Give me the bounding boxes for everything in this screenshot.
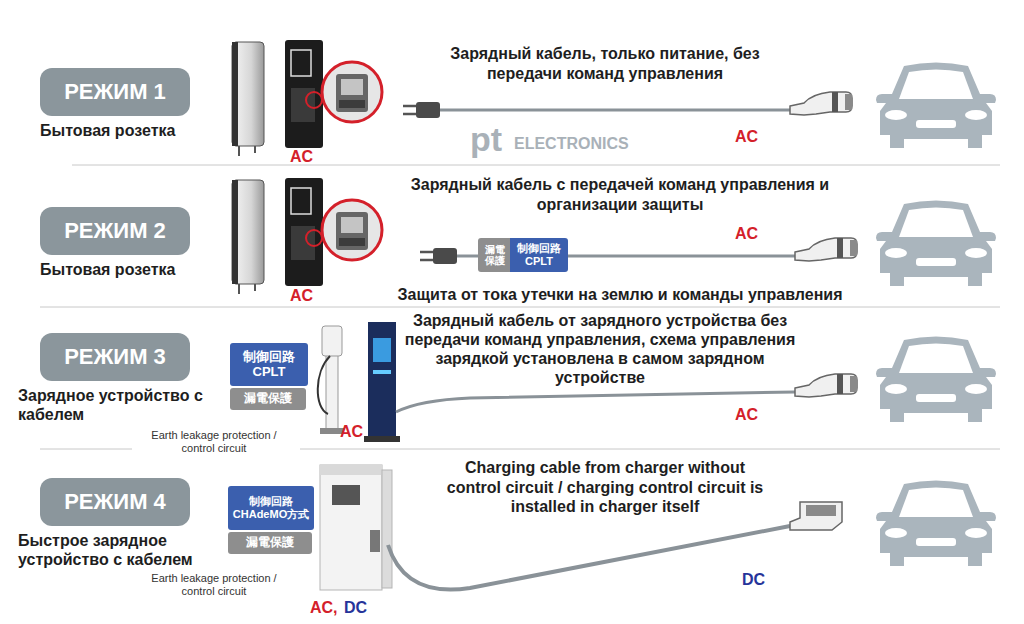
fast-charger-top — [320, 465, 382, 475]
household-plug — [420, 248, 457, 264]
current-type: AC — [290, 286, 313, 306]
connector-head — [806, 505, 836, 516]
circuit-caption: Earth leakage protection / control circu… — [136, 429, 292, 456]
row-separator — [72, 165, 1000, 166]
mode-tag: РЕЖИМ 2Бытовая розетка — [40, 207, 190, 255]
current-type: AC — [340, 422, 363, 442]
pedestal-head — [322, 326, 342, 356]
kiosk-slot — [373, 370, 391, 374]
mode-tag: РЕЖИМ 1Бытовая розетка — [40, 68, 190, 116]
mode-caption: Зарядное устройство с кабелем — [18, 386, 203, 424]
cable-description: Зарядный кабель от зарядного устройства … — [402, 312, 798, 388]
household-plug — [403, 102, 440, 118]
fast-charger-screen — [332, 485, 360, 505]
kiosk-screen — [373, 338, 391, 362]
charging-connector — [795, 238, 857, 261]
current-type: AC — [735, 127, 758, 147]
car-silhouette — [876, 481, 996, 567]
pedestal-cable — [318, 356, 330, 414]
control-block: 制御回路 CPLT — [510, 238, 568, 272]
protection-block: 漏電 保護 — [478, 238, 512, 272]
mode-caption: Бытовая розетка — [40, 260, 270, 279]
mode-tag: РЕЖИМ 4Быстрое зарядное устройство с каб… — [40, 478, 190, 526]
block-label: 漏電 保護 — [480, 244, 510, 267]
charging-cable — [566, 255, 795, 258]
current-type: DC — [344, 598, 367, 618]
current-type: DC — [742, 570, 765, 590]
protection-block: 漏電保護 — [230, 388, 306, 410]
block-label: 漏電保護 — [244, 392, 292, 406]
kiosk-charger — [368, 322, 396, 438]
charging-cable — [457, 255, 478, 258]
current-type: AC, — [310, 598, 338, 618]
control-block: 制御回路 CPLT — [230, 343, 308, 386]
circuit-caption: Earth leakage protection / control circu… — [136, 572, 292, 599]
mode-title: РЕЖИМ 3 — [64, 344, 166, 369]
cable-description: Зарядный кабель с передачей команд управ… — [375, 175, 865, 214]
charging-cable — [440, 109, 790, 112]
protection-block: 漏電保護 — [228, 532, 312, 554]
wall-charger — [232, 40, 382, 156]
fast-charger-side — [382, 470, 392, 588]
mode-tag: РЕЖИМ 3Зарядное устройство с кабелем — [40, 333, 190, 381]
charging-connector — [795, 374, 857, 397]
current-type: AC — [290, 147, 313, 167]
row-separator — [300, 449, 1000, 450]
car-silhouette — [876, 201, 996, 287]
row-separator — [40, 449, 132, 450]
car-silhouette — [876, 63, 996, 149]
charging-cable — [388, 526, 790, 590]
mode-title: РЕЖИМ 2 — [64, 218, 166, 243]
control-block: 制御回路 CHAdeMO方式 — [228, 486, 314, 530]
block-label: 制御回路 CPLT — [512, 242, 566, 267]
mode-caption: Бытовая розетка — [40, 121, 270, 140]
cable-description: Зарядный кабель, только питание, без пер… — [440, 44, 770, 83]
wall-charger — [232, 178, 382, 294]
connector-handle — [790, 502, 842, 530]
block-label: 制御回路 CPLT — [232, 350, 306, 380]
fast-charger-holster — [370, 530, 380, 552]
car-silhouette — [876, 337, 996, 423]
chademo-connector — [790, 502, 842, 530]
mode-caption: Быстрое зарядное устройство с кабелем — [18, 531, 228, 569]
cable-description: Charging cable from charger without cont… — [440, 458, 770, 517]
mode-title: РЕЖИМ 1 — [64, 79, 166, 104]
watermark: pt — [470, 122, 502, 156]
cable-note: Защита от тока утечки на землю и команды… — [360, 285, 880, 305]
block-label: 制御回路 CHAdeMO方式 — [230, 495, 312, 520]
block-label: 漏電保護 — [246, 536, 294, 550]
watermark: ELECTRONICS — [514, 136, 629, 152]
row-separator — [40, 307, 1000, 308]
fast-charger — [320, 465, 382, 590]
current-type: AC — [735, 405, 758, 425]
mode-title: РЕЖИМ 4 — [64, 489, 166, 514]
current-type: AC — [735, 224, 758, 244]
kiosk-base — [364, 436, 400, 442]
charging-connector — [790, 92, 852, 115]
